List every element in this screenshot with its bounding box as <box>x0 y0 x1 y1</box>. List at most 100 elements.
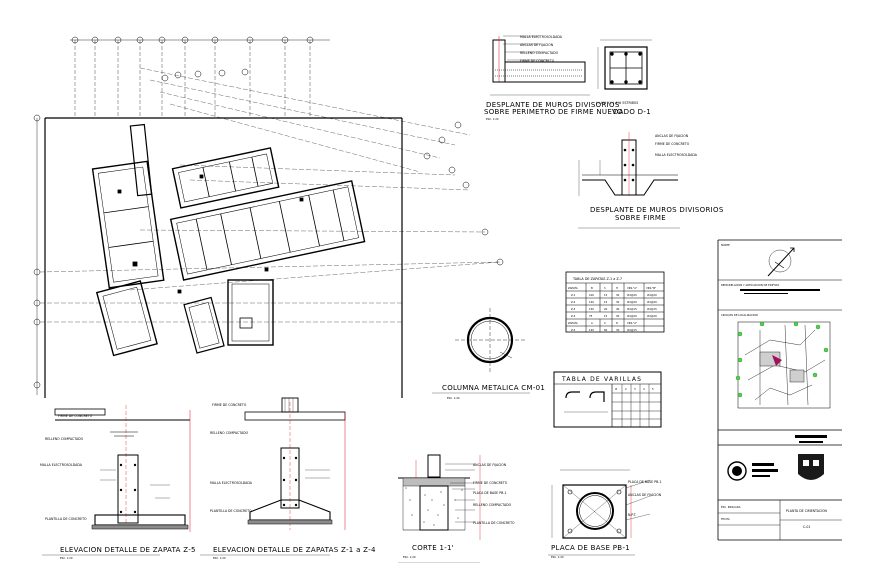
note-anclas-b: ANCLAS DE FIJACION <box>655 134 689 138</box>
svg-text:5: 5 <box>652 387 654 391</box>
svg-text:120: 120 <box>589 328 594 332</box>
note-placa-c: PLACA DE BASE PB-1 <box>473 491 507 495</box>
note-firme-z5: FIRME DE CONCRETO <box>58 414 93 418</box>
note-firme-c: FIRME DE CONCRETO <box>473 481 508 485</box>
tabla-zapatas-header: ZAPATA B h H VRS."A" VRS."B" <box>568 286 656 290</box>
note-malla-b: MALLA ELECTROSOLDADA <box>655 153 698 157</box>
scale-placa: ESC. 1:20 <box>551 555 564 559</box>
svg-text:#4@15: #4@15 <box>627 328 637 332</box>
tabla-zapatas-header-2: ZAPATA A C D VRS."A" <box>568 321 637 325</box>
project-line: REMODELACION Y ADECUACION DE EDIFICIO <box>721 283 779 287</box>
svg-text:H: H <box>616 286 618 290</box>
svg-text:15: 15 <box>604 293 608 297</box>
svg-text:15: 15 <box>604 314 608 318</box>
title-placa: PLACA DE BASE PB-1 <box>551 544 630 552</box>
svg-text:#4@20: #4@20 <box>627 300 637 304</box>
building-block-square <box>227 279 274 346</box>
svg-text:60: 60 <box>604 328 608 332</box>
title-desplante-perimetro-2: SOBRE PERIMETRO DE FIRME NUEVO <box>484 108 623 116</box>
note-malla-z5: MALLA ELECTROSOLDADA <box>40 463 83 467</box>
tabla-zapatas-row: Z-2 120 15 30 #4@20 #4@20 <box>571 300 657 304</box>
building-block-lower-left <box>95 280 158 357</box>
svg-text:3: 3 <box>634 387 636 391</box>
building-block-upper <box>171 147 280 209</box>
footings <box>117 174 304 294</box>
title-columna: COLUMNA METALICA CM-01 <box>442 384 545 392</box>
top-axis-bubbles <box>71 36 314 44</box>
note-relleno-z5: RELLENO COMPACTADO <box>45 437 84 441</box>
svg-text:D: D <box>616 321 618 325</box>
title-zapatas-z1-z4: ELEVACION DETALLE DE ZAPATAS Z-1 a Z-4 <box>213 546 376 554</box>
note-malla-z1: MALLA ELECTROSOLDADA <box>210 481 253 485</box>
note-anclas-a: ANCLAS DE FIJACION <box>520 43 554 47</box>
svg-text:Z-4: Z-4 <box>571 314 576 318</box>
scale-desplante-perimetro: ESC. 1:20 <box>486 117 499 121</box>
svg-text:#: # <box>615 387 617 391</box>
svg-text:B: B <box>591 286 593 290</box>
fecha-label: FECHA <box>721 517 730 521</box>
title-zapata-z5: ELEVACION DETALLE DE ZAPATA Z-5 <box>60 546 196 554</box>
note-relleno-c: RELLENO COMPACTADO <box>473 503 512 507</box>
tabla-zapatas-row: Z-5 120 60 30 #4@15 <box>571 328 637 332</box>
note-plantilla-z5: PLANTILLA DE CONCRETO <box>45 517 87 521</box>
svg-text:A: A <box>591 321 593 325</box>
crest-icon <box>795 435 827 480</box>
title-dado: DADO D-1 <box>613 108 651 116</box>
svg-text:#4@15: #4@15 <box>627 307 637 311</box>
building-block-left <box>91 160 165 289</box>
tabla-zapatas-title: TABLA DE ZAPATAS Z-1 a Z-7 <box>572 277 622 281</box>
scale-corte: ESC. 1:20 <box>403 555 416 559</box>
building-block-small <box>183 296 225 354</box>
scale-zapatas-z1-z4: ESC. 1:20 <box>213 556 226 560</box>
tabla-varillas-title: TABLA DE VARILLAS <box>561 376 642 383</box>
svg-text:C: C <box>604 321 606 325</box>
svg-text:Z-5: Z-5 <box>571 328 576 332</box>
svg-text:#4@20: #4@20 <box>647 293 657 297</box>
svg-text:30: 30 <box>616 314 620 318</box>
svg-text:ZAPATA: ZAPATA <box>568 321 578 325</box>
svg-text:30: 30 <box>616 328 620 332</box>
building-block-main <box>169 180 366 281</box>
tabla-zapatas-row: Z-3 150 20 40 #4@15 #4@15 <box>571 307 657 311</box>
note-firme-b: FIRME DE CONCRETO <box>655 142 690 146</box>
top-grid-axes <box>74 40 311 118</box>
label-localizacion: CROQUIS DE LOCALIZACION <box>721 313 758 317</box>
svg-text:Z-3: Z-3 <box>571 307 576 311</box>
diagonal-axis-bubbles <box>161 68 504 266</box>
title-desplante-firme-2: SOBRE FIRME <box>615 214 666 222</box>
note-placa-d: PLACA DE BASE PB-1 <box>628 480 662 484</box>
note-malla-a: MALLA ELECTROSOLDADA <box>520 35 563 39</box>
tabla-zapatas-row: Z-4 75 15 30 #4@20 #4@20 <box>571 314 657 318</box>
svg-text:VRS."A": VRS."A" <box>627 321 637 325</box>
plano-clave: C-01 <box>803 525 810 529</box>
institution-logo <box>727 461 778 481</box>
svg-text:2: 2 <box>625 387 627 391</box>
scale-columna: ESC. 1:20 <box>447 396 460 400</box>
svg-text:#4@20: #4@20 <box>627 293 637 297</box>
building-block-tall <box>129 123 153 197</box>
svg-text:#4@15: #4@15 <box>647 307 657 311</box>
tabla-zapatas-row: Z-1 100 15 30 #4@20 #4@20 <box>571 293 657 297</box>
svg-text:Z-2: Z-2 <box>571 300 576 304</box>
svg-text:100: 100 <box>589 293 594 297</box>
note-anclas-d: ANCLAS DE FIJACION <box>628 493 662 497</box>
note-anclas-c: ANCLAS DE FIJACION <box>473 463 507 467</box>
tabla-varillas-header: # 2 3 4 5 <box>615 387 654 391</box>
location-map <box>735 321 831 409</box>
note-firme-a: FIRME DE CONCRETO <box>520 59 555 63</box>
escala-label: ESC. INDICADA <box>721 505 741 509</box>
plano-title: PLANTA DE CIMENTACION <box>786 509 828 513</box>
svg-text:Z-1: Z-1 <box>571 293 576 297</box>
title-block <box>717 239 842 541</box>
svg-text:150: 150 <box>589 307 594 311</box>
svg-text:40: 40 <box>616 307 620 311</box>
svg-text:30: 30 <box>616 300 620 304</box>
svg-text:VRS."A": VRS."A" <box>627 286 637 290</box>
svg-text:30: 30 <box>616 293 620 297</box>
svg-text:#4@20: #4@20 <box>627 314 637 318</box>
detail-corte <box>398 454 481 563</box>
note-plantilla-c: PLANTILLA DE CONCRETO <box>473 521 515 525</box>
title-desplante-perimetro: DESPLANTE DE MUROS DIVISORIOS <box>486 101 620 109</box>
svg-text:15: 15 <box>604 300 608 304</box>
note-relleno-a: RELLENO COMPACTADO <box>520 51 559 55</box>
